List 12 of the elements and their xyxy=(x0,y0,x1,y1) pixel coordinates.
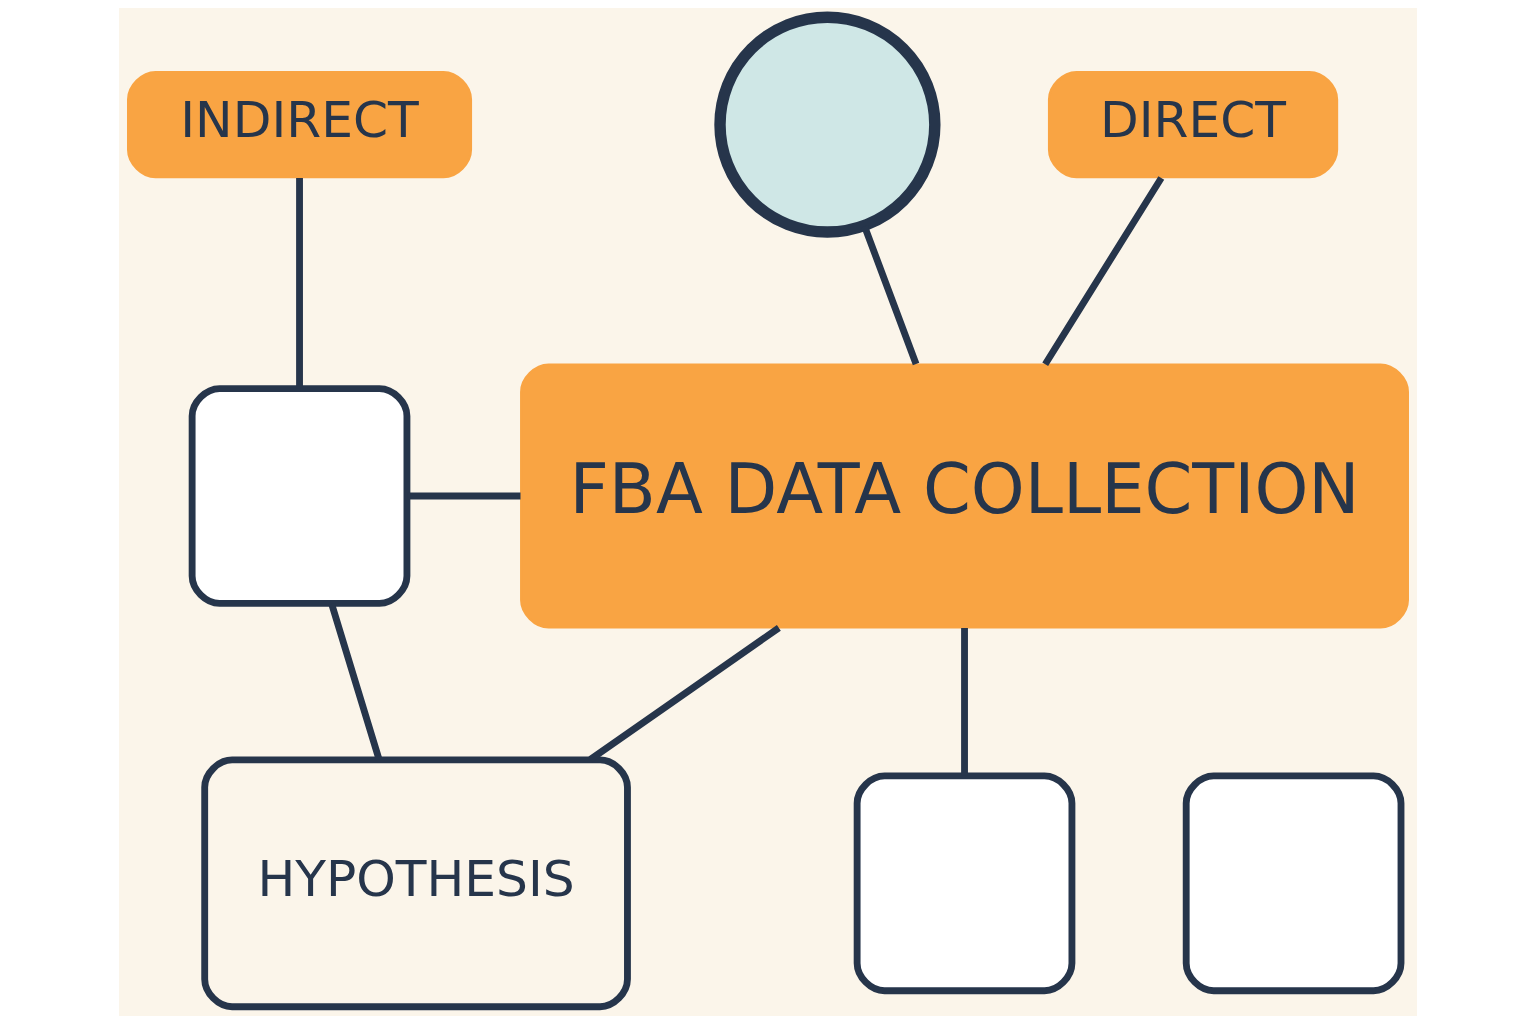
connector xyxy=(296,177,303,389)
connector xyxy=(1042,176,1165,367)
node-box: INDIRECT xyxy=(127,70,473,179)
node-box: HYPOTHESIS xyxy=(201,756,631,1011)
node-box: DIRECT xyxy=(1047,70,1339,179)
node-box xyxy=(853,772,1076,995)
node-circle xyxy=(714,11,941,238)
node-box: FBA DATA COLLECTION xyxy=(520,363,1409,629)
node-box xyxy=(188,385,411,607)
node-box xyxy=(1182,772,1405,995)
connector xyxy=(961,627,968,776)
connector xyxy=(407,492,521,500)
